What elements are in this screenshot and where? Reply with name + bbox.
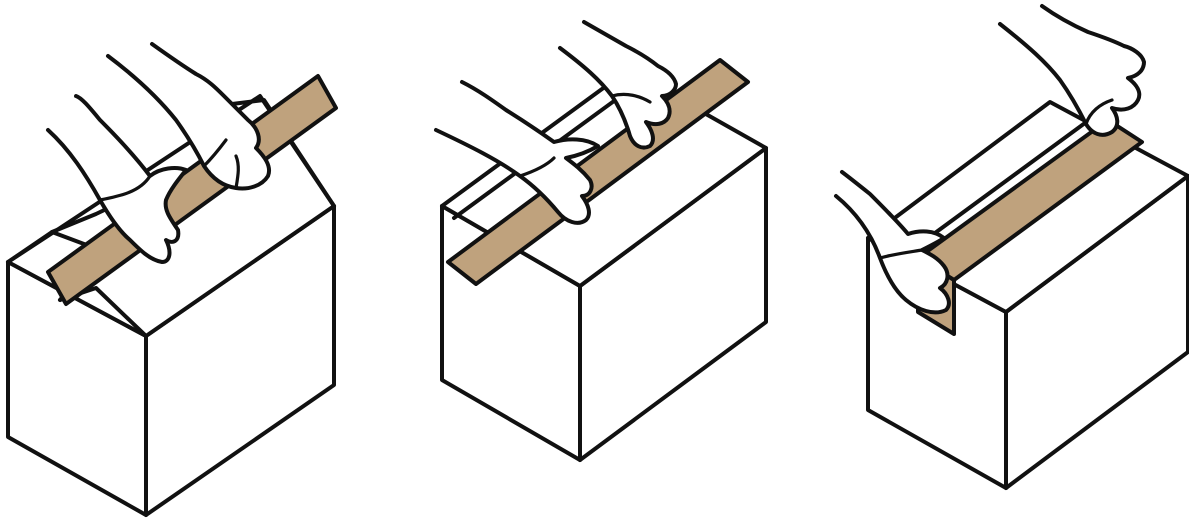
panel-step-1	[6, 42, 338, 517]
right-hand	[558, 20, 678, 150]
hands-icon	[834, 4, 1146, 315]
panel-step-2	[434, 20, 768, 462]
left-hand	[434, 80, 600, 225]
hands-icon	[46, 42, 271, 264]
left-hand	[834, 170, 951, 315]
right-hand	[106, 42, 271, 191]
hands-icon	[434, 20, 678, 225]
panel-step-3	[834, 4, 1189, 490]
flap-back	[230, 98, 336, 208]
left-hand	[46, 94, 188, 264]
box-seam	[918, 110, 1102, 246]
box-icon	[6, 94, 336, 517]
